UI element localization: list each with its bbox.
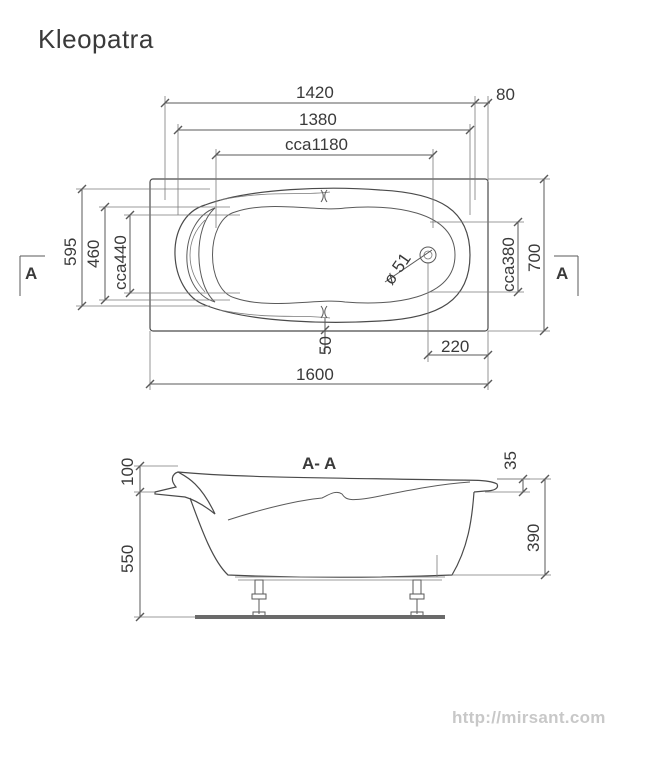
section-inner-wave [227, 481, 471, 521]
section-marker-right: A [554, 255, 579, 296]
dim-100: 100 [118, 458, 137, 486]
section-basin [189, 491, 475, 578]
floor-plate [195, 615, 445, 619]
dim-50: 50 [316, 336, 335, 355]
dim-700: 700 [525, 244, 544, 272]
leg-right [409, 579, 425, 617]
section-label: A- A [302, 454, 336, 473]
section-headrest [154, 471, 216, 515]
side-contour-top [219, 191, 331, 201]
dim-1420: 1420 [296, 83, 334, 102]
dim-220: 220 [441, 337, 469, 356]
center-mark-top [320, 189, 328, 203]
dim-80: 80 [496, 85, 515, 104]
page-title: Kleopatra [38, 24, 154, 54]
section-view: A- A 1 [118, 451, 551, 622]
svg-text:A: A [25, 264, 37, 283]
headrest-outline [186, 207, 216, 303]
plan-view: 1420 80 1380 cca1180 595 460 [19, 83, 579, 390]
dim-460: 460 [84, 240, 103, 268]
bathtub-bowl-outline [212, 206, 456, 304]
section-rim [177, 471, 499, 493]
dim-595: 595 [61, 238, 80, 266]
svg-text:A: A [556, 264, 568, 283]
dim-1600: 1600 [296, 365, 334, 384]
center-mark-bottom [320, 305, 328, 319]
watermark: http://mirsant.com [452, 708, 606, 727]
dim-550: 550 [118, 545, 137, 573]
drain-diameter-leader [384, 249, 433, 283]
dim-cca380: cca380 [499, 237, 518, 292]
dim-phi51: ø 51 [380, 250, 415, 289]
dim-cca1180: cca1180 [285, 135, 348, 154]
dim-cca440: cca440 [111, 235, 130, 290]
bathtub-outer-rim [149, 178, 489, 332]
bathtub-basin-outline [174, 187, 471, 323]
dim-1380: 1380 [299, 110, 337, 129]
headrest-inner [189, 219, 206, 293]
dim-390: 390 [524, 524, 543, 552]
section-marker-left: A [19, 255, 45, 296]
leg-left [251, 579, 267, 617]
dim-35: 35 [501, 451, 520, 470]
side-contour-bottom [219, 309, 331, 319]
drain-circle [419, 246, 437, 264]
